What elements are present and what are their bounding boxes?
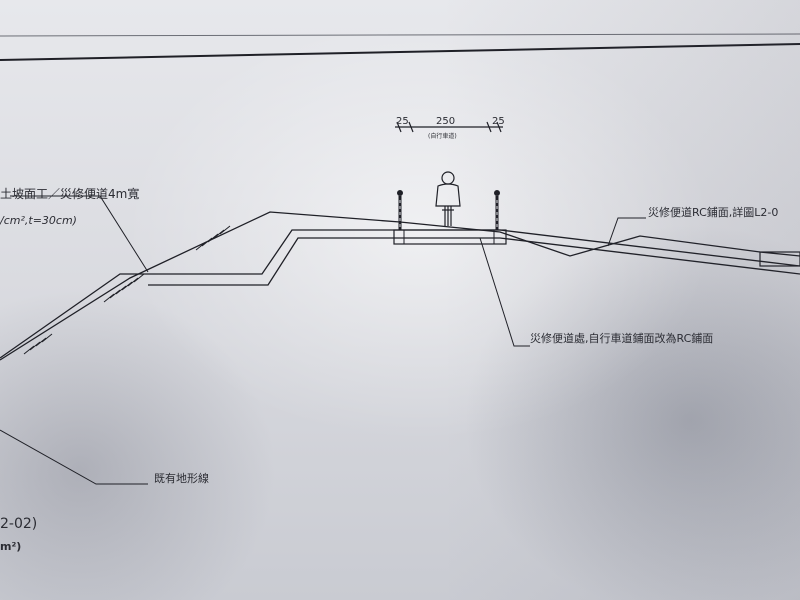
label-slope-line1: 土坡面工／災修便道4m寬	[0, 186, 139, 201]
slope-hatching	[23, 225, 231, 355]
ground-line-b	[148, 237, 800, 286]
label-slope-line2: /cm²,t=30cm)	[0, 214, 77, 227]
sheet-border-top	[0, 33, 800, 37]
dim-left-label: 25	[396, 116, 409, 127]
leader-center-bottom	[479, 237, 530, 347]
leader-right-top	[607, 217, 646, 247]
label-center-bottom: 災修便道處,自行車道鋪面改為RC鋪面	[530, 331, 713, 345]
cyclist-figure	[435, 171, 461, 226]
label-right-top: 災修便道RC鋪面,詳圖L2-0	[648, 205, 778, 219]
right-slab	[759, 251, 800, 267]
label-existing-terrain: 既有地形線	[154, 471, 209, 485]
leader-slope	[10, 195, 149, 273]
bollard-right	[494, 190, 500, 230]
dim-caption: (自行車道)	[428, 132, 457, 140]
sheet-border-inner	[0, 43, 800, 61]
ground-line-a	[0, 229, 800, 359]
label-unit: m²)	[0, 540, 21, 553]
label-ref-code: 2-02)	[0, 516, 37, 532]
bike-deck-slab	[393, 229, 507, 245]
upper-profile-line	[0, 211, 800, 361]
dim-right-label: 25	[492, 116, 505, 127]
dimension-line	[395, 121, 503, 133]
leader-existing-terrain	[0, 429, 148, 485]
bollard-left	[397, 190, 403, 230]
dim-center-label: 250	[436, 116, 455, 127]
